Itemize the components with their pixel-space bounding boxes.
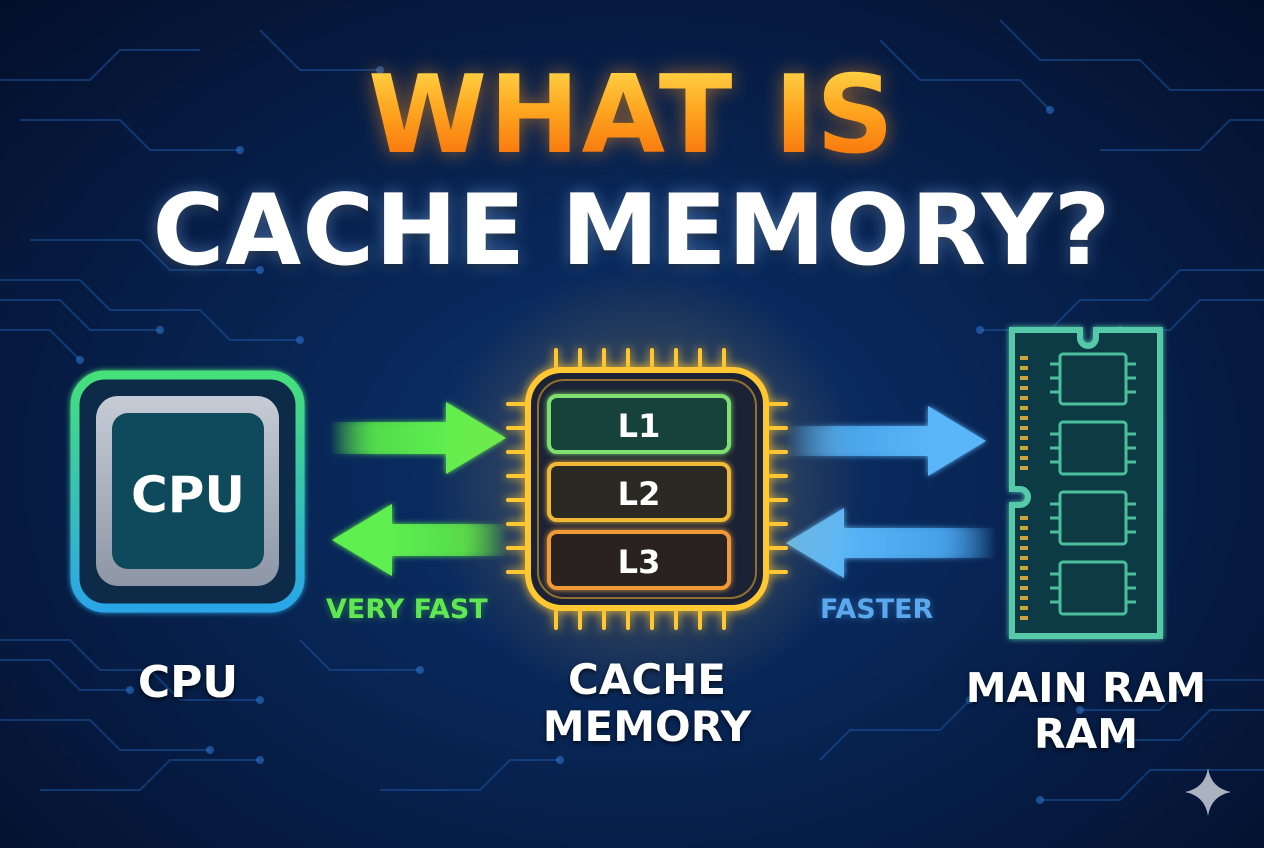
cache-caption-line-2: MEMORY — [542, 702, 752, 752]
cache-level-l3-label: L3 — [617, 543, 661, 581]
title-line-2: CACHE MEMORY? — [152, 174, 1112, 288]
cache-caption: CACHE MEMORY — [507, 656, 787, 750]
speed-label-faster: FASTER — [820, 594, 934, 625]
cpu-chip-label: CPU — [131, 466, 245, 524]
speed-label-very-fast: VERY FAST — [326, 594, 488, 625]
cpu-caption: CPU — [137, 657, 239, 708]
cache-caption-line-1: CACHE — [568, 655, 726, 704]
sparkle-icon — [1185, 768, 1231, 816]
cache-level-l1-label: L1 — [617, 407, 661, 445]
cache-chip-icon — [427, 265, 867, 705]
title-line-1: WHAT IS — [0, 62, 1264, 170]
cache-level-l2-label: L2 — [617, 475, 661, 513]
ram-module-icon — [1009, 327, 1163, 639]
cache-level-l3-box — [547, 530, 731, 590]
ram-caption-line-1: MAIN RAM — [965, 664, 1207, 712]
cpu-chip-icon — [44, 342, 331, 640]
ram-caption: MAIN RAM RAM — [936, 664, 1236, 758]
cache-level-l1-box — [547, 394, 731, 454]
ram-caption-line-2: RAM — [1033, 709, 1139, 758]
cache-level-l2-box — [547, 462, 731, 522]
